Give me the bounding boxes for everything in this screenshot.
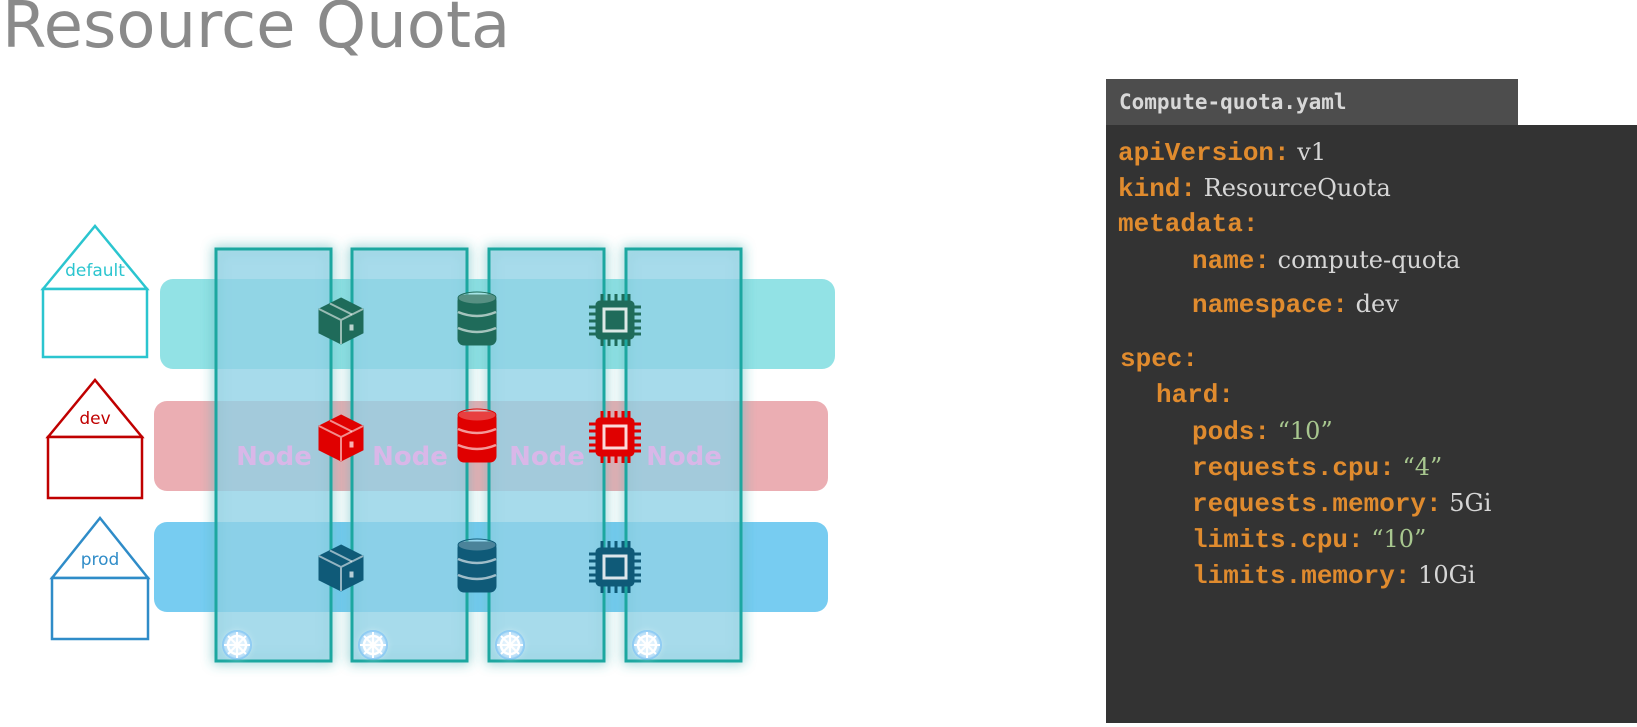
- database-icon: [456, 407, 498, 464]
- yaml-key: name:: [1192, 246, 1271, 276]
- node-label: Node: [372, 442, 448, 472]
- yaml-value: dev: [1348, 290, 1399, 318]
- kubernetes-helm-icon: [495, 630, 525, 660]
- yaml-key: limits.memory:: [1192, 561, 1411, 591]
- house-label: dev: [79, 409, 110, 429]
- code-line: namespace: dev: [1192, 289, 1399, 320]
- house-body: [50, 576, 150, 641]
- code-line: limits.memory: 10Gi: [1192, 560, 1475, 591]
- yaml-value: “10”: [1363, 525, 1427, 553]
- database-icon: [456, 537, 498, 594]
- kubernetes-helm-icon: [358, 630, 388, 660]
- namespace-house-default: default: [40, 224, 150, 359]
- namespace-node-diagram: Node Node Node Node default dev prod: [40, 224, 835, 663]
- node-label: Node: [646, 442, 722, 472]
- code-line: limits.cpu: “10”: [1192, 524, 1426, 555]
- yaml-key: pods:: [1192, 417, 1271, 447]
- node-box: [214, 247, 333, 663]
- node-label: Node: [509, 442, 585, 472]
- yaml-value: “10”: [1270, 417, 1333, 445]
- code-panel: apiVersion: v1 kind: ResourceQuota metadat…: [1106, 125, 1637, 723]
- yaml-key: metadata:: [1118, 209, 1259, 239]
- code-line: apiVersion: v1: [1118, 137, 1326, 168]
- page-title: Resource Quota: [2, 0, 511, 63]
- yaml-value: 10Gi: [1410, 561, 1476, 589]
- yaml-value: v1: [1289, 138, 1327, 166]
- code-line: requests.memory: 5Gi: [1192, 488, 1491, 519]
- house-label: prod: [81, 550, 120, 570]
- node-box: [624, 247, 743, 663]
- kubernetes-helm-icon: [632, 630, 662, 660]
- node-2: Node: [350, 247, 469, 663]
- yaml-value: 5Gi: [1441, 489, 1492, 517]
- code-line: requests.cpu: “4”: [1192, 452, 1442, 483]
- node-label: Node: [236, 442, 312, 472]
- yaml-key: hard:: [1156, 380, 1235, 410]
- code-line: metadata:: [1118, 209, 1258, 239]
- yaml-value: compute-quota: [1270, 246, 1461, 274]
- node-1: Node: [214, 247, 333, 663]
- yaml-key: apiVersion:: [1118, 138, 1290, 168]
- yaml-value: “4”: [1394, 453, 1443, 481]
- code-line: pods: “10”: [1192, 416, 1333, 447]
- database-icon: [456, 290, 498, 347]
- house-label: default: [65, 261, 125, 281]
- yaml-key: spec:: [1120, 344, 1199, 374]
- house-body: [41, 287, 149, 359]
- code-line: kind: ResourceQuota: [1118, 173, 1391, 204]
- namespace-house-dev: dev: [45, 378, 145, 500]
- yaml-value: ResourceQuota: [1196, 174, 1391, 202]
- node-4: Node: [624, 247, 743, 663]
- node-3: Node: [487, 247, 606, 663]
- kubernetes-helm-icon: [222, 630, 252, 660]
- code-line: spec:: [1120, 344, 1198, 374]
- yaml-key: namespace:: [1192, 290, 1349, 320]
- house-body: [46, 435, 144, 500]
- yaml-key: limits.cpu:: [1192, 525, 1364, 555]
- yaml-key: requests.memory:: [1192, 489, 1442, 519]
- code-line: hard:: [1156, 380, 1234, 410]
- code-file-tab[interactable]: Compute-quota.yaml: [1106, 79, 1518, 125]
- yaml-key: requests.cpu:: [1192, 453, 1395, 483]
- code-line: name: compute-quota: [1192, 245, 1460, 276]
- yaml-key: kind:: [1118, 174, 1197, 204]
- namespace-house-prod: prod: [49, 515, 151, 641]
